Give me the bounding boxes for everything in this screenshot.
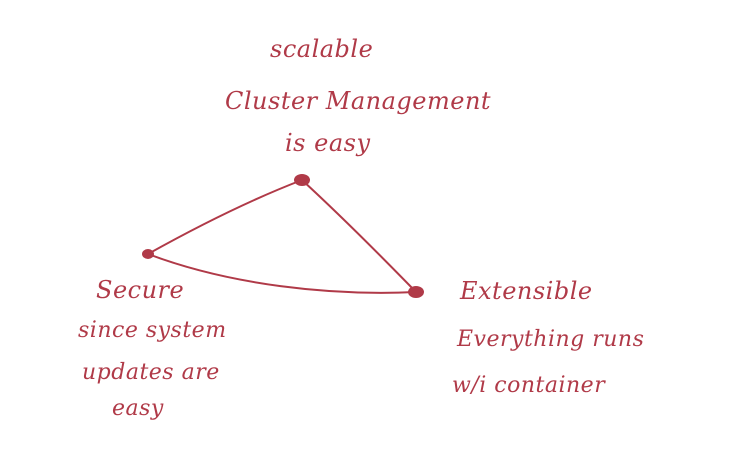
edge-extensible-scalable [301, 179, 417, 293]
edge-scalable-secure [147, 179, 303, 255]
secure-desc-line-2: updates are [82, 360, 220, 385]
edge-secure-extensible [147, 253, 417, 294]
scalable-desc-line-2: is easy [285, 129, 371, 157]
extensible-title: Extensible [460, 277, 593, 305]
secure-desc-line-1: since system [78, 318, 227, 343]
scalable-desc-line-1: Cluster Management [225, 87, 492, 115]
secure-desc-line-3: easy [112, 396, 164, 421]
node-scalable-dot [294, 174, 310, 186]
secure-title: Secure [96, 276, 185, 304]
node-secure-dot [142, 249, 154, 259]
scalable-title: scalable [270, 35, 374, 63]
node-extensible-dot [408, 286, 424, 298]
extensible-desc-line-1: Everything runs [457, 327, 645, 352]
extensible-desc-line-2: w/i container [452, 373, 606, 398]
